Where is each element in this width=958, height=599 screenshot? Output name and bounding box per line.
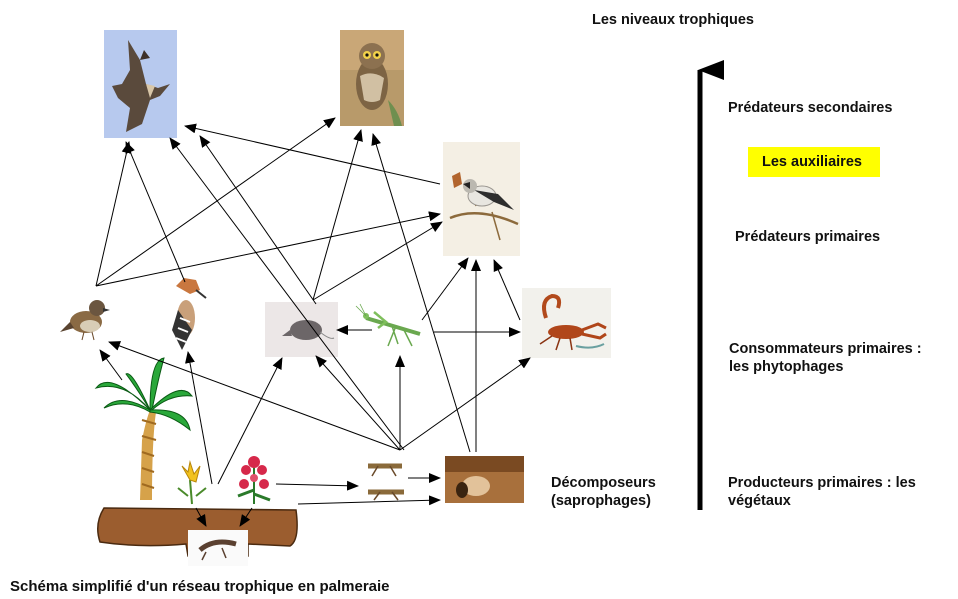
diagram-title: Les niveaux trophiques [592,12,754,28]
owl-image [340,30,404,126]
shrike-image [443,142,520,256]
level-primary-consumers: Consommateurs primaires : les phytophage… [729,340,922,376]
level-producers: Producteurs primaires : les végétaux [728,474,916,510]
decomposers-line2: (saprophages) [551,493,651,509]
palm-tree-image [94,357,194,500]
red-plant-image [237,456,271,504]
mantis-image [355,303,421,347]
level-producers-line2: végétaux [728,493,791,509]
level-secondary-predators: Prédateurs secondaires [728,100,893,116]
level-primary-consumers-line1: Consommateurs primaires : [729,341,922,357]
soil-image [97,507,298,566]
sparrow-image [60,300,110,341]
level-primary-predators: Prédateurs primaires [735,229,881,245]
locust-image [368,463,404,501]
level-producers-line1: Producteurs primaires : les [728,475,916,491]
level-primary-consumers-line2: les phytophages [729,359,844,375]
scorpion-image [522,288,611,358]
decomposers-label: Décomposeurs (saprophages) [551,474,656,510]
decomposers-line1: Décomposeurs [551,475,656,491]
flower-image [177,460,207,505]
food-web-arrows [95,117,531,527]
decomposer-image [445,456,524,503]
falcon-image [104,30,177,138]
hoopoe-image [172,278,207,350]
auxiliaires-highlight: Les auxiliaires [748,147,880,177]
diagram-caption: Schéma simplifié d'un réseau trophique e… [10,578,390,595]
shrew-image [265,302,338,357]
